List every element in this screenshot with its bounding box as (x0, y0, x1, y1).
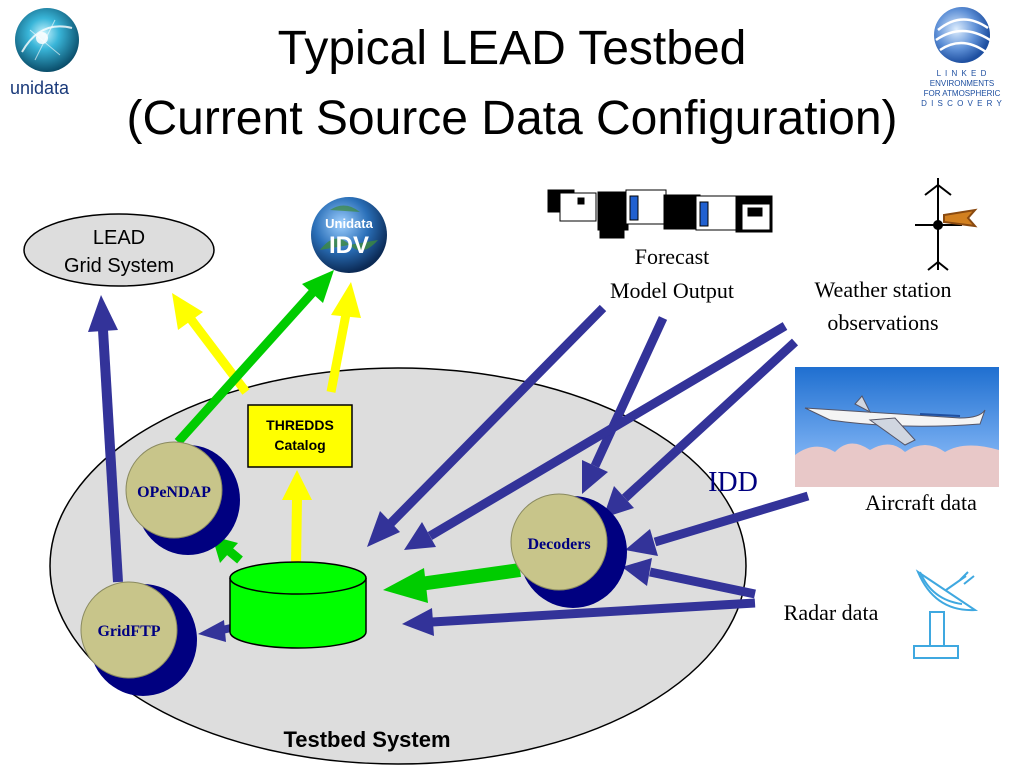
arrow-db-to-thredds (282, 470, 312, 567)
arrows (88, 270, 810, 642)
page-title-line-1: Typical LEAD Testbed (277, 22, 747, 75)
gridftp-label: GridFTP (97, 623, 160, 640)
arrow-thredds-to-idv (326, 282, 361, 393)
arrow-radar-to-decoders (622, 558, 756, 599)
weathervane-icon (915, 178, 978, 271)
arrow-weather-to-decoders (603, 338, 799, 518)
unidata-logo-text: unidata (10, 78, 70, 98)
weather-label-1: Weather station (815, 277, 952, 302)
arrow-decoders-to-db (383, 563, 521, 603)
thredds-label-1: THREDDS (266, 417, 334, 433)
lead-logo-line-3: FOR ATMOSPHERIC (924, 89, 1001, 98)
thredds-catalog-box (247, 404, 353, 468)
lead-logo-line-1: L I N K E D (937, 69, 988, 78)
idv-logo-line-2: IDV (329, 232, 369, 259)
airplane-icon (795, 367, 999, 487)
testbed-system-label: Testbed System (283, 727, 450, 752)
lead-logo-line-4: D I S C O V E R Y (921, 99, 1003, 108)
arrow-opendap-to-idv (174, 270, 334, 446)
decoders-label: Decoders (527, 536, 590, 553)
database-icon (229, 561, 367, 649)
arrow-aircraft-to-decoders (625, 491, 810, 556)
arrow-gridftp-to-lead (88, 295, 123, 583)
lead-grid-label-1: LEAD (93, 227, 145, 249)
idv-logo-line-1: Unidata (325, 216, 373, 231)
gridftp-node: GridFTP (80, 581, 197, 696)
arrow-forecast-to-db (367, 304, 607, 547)
page-title-line-2: (Current Source Data Configuration) (126, 92, 898, 145)
arrow-forecast-to-decoders (582, 316, 668, 494)
idd-label: IDD (708, 467, 758, 498)
idv-globe-icon (311, 197, 387, 273)
arrow-radar-to-db (402, 598, 756, 636)
arrow-weather-to-db (404, 322, 788, 550)
opendap-node: OPeNDAP (125, 441, 240, 555)
radar-dish-icon (913, 569, 979, 659)
lead-grid-system-ellipse (23, 213, 215, 287)
thredds-label-2: Catalog (274, 437, 325, 453)
forecast-label-2: Model Output (610, 278, 734, 303)
aircraft-label: Aircraft data (865, 490, 977, 515)
opendap-label: OPeNDAP (137, 484, 211, 501)
decoders-node: Decoders (510, 493, 627, 608)
weather-label-2: observations (827, 310, 938, 335)
supercomputer-icon (547, 189, 773, 239)
lead-logo-icon (934, 7, 991, 63)
lead-logo-line-2: ENVIRONMENTS (930, 79, 994, 88)
radar-label: Radar data (784, 600, 879, 625)
unidata-logo-icon (15, 8, 79, 72)
lead-grid-label-2: Grid System (64, 255, 174, 277)
forecast-label-1: Forecast (635, 244, 710, 269)
